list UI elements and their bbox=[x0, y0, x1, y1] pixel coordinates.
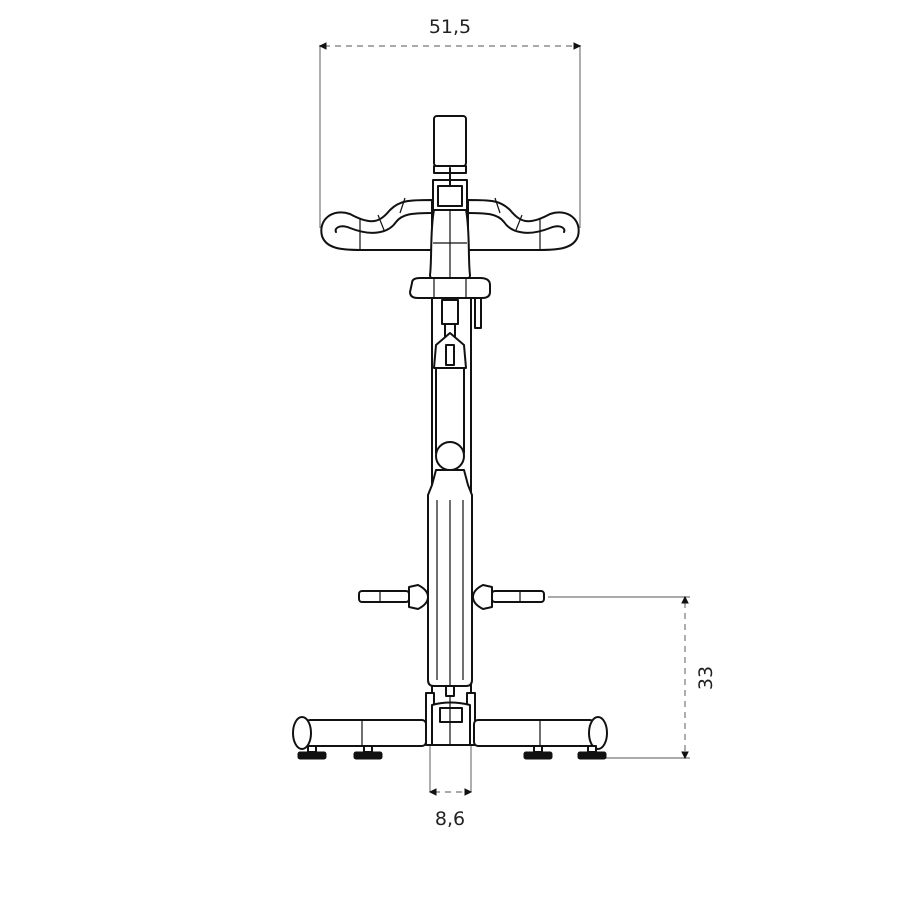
dimension-handlebar-width: 51,5 bbox=[318, 16, 582, 228]
pedals bbox=[358, 584, 545, 610]
frame-column bbox=[427, 297, 473, 701]
pedal-height-label: 33 bbox=[695, 666, 717, 690]
base-width-label: 8,6 bbox=[435, 808, 465, 830]
handlebar bbox=[320, 115, 580, 281]
handlebar-width-label: 51,5 bbox=[429, 16, 471, 38]
seat-clamp bbox=[409, 277, 491, 329]
base-stabilizer bbox=[292, 692, 608, 760]
dimension-pedal-height: 33 bbox=[548, 595, 717, 760]
dimension-base-width: 8,6 bbox=[428, 745, 473, 830]
